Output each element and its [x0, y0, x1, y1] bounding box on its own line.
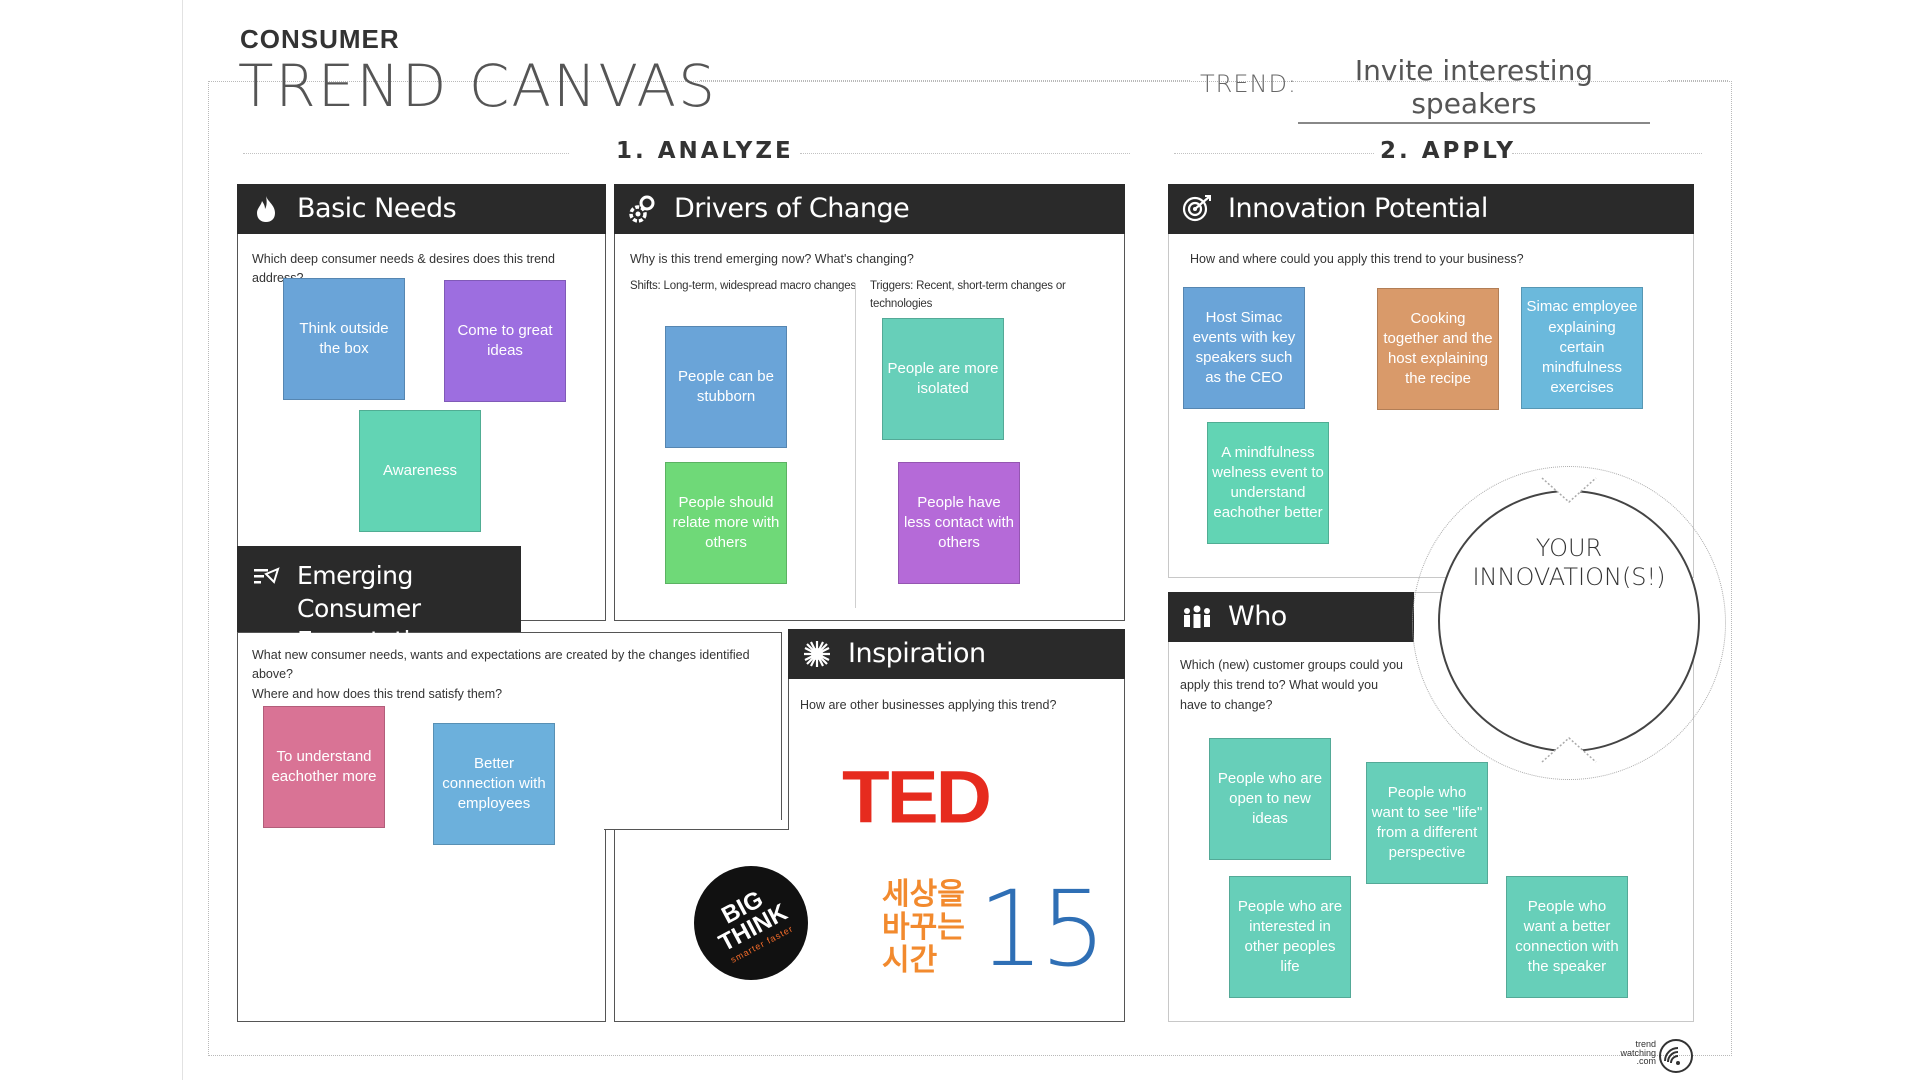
brand-line2: watching	[1620, 1047, 1656, 1058]
innovation-title: Innovation Potential	[1228, 192, 1488, 224]
title-consumer: CONSUMER	[240, 24, 400, 54]
emerging-title-line2: Expectations	[297, 626, 453, 655]
gears-icon	[626, 192, 660, 226]
people-icon	[1180, 600, 1214, 634]
inspiration-header: Inspiration	[788, 629, 1125, 679]
sticky-note[interactable]: People have less contact with others	[898, 462, 1020, 584]
trend-value[interactable]: Invite interesting speakers	[1298, 54, 1650, 124]
target-icon	[1180, 192, 1214, 226]
emerging-panel-bottom	[237, 820, 606, 1022]
inspiration-question: How are other businesses applying this t…	[800, 698, 1057, 712]
speed-lines-icon	[249, 560, 283, 594]
bigthink-logo: BIG THINK smarter faster	[694, 866, 808, 980]
sticky-note[interactable]: People who are interested in other peopl…	[1229, 876, 1351, 998]
drivers-question: Why is this trend emerging now? What's c…	[630, 252, 914, 266]
apply-dotline-left	[1174, 153, 1374, 154]
innovation-arrow-top	[1541, 477, 1597, 504]
who-header: Who	[1168, 592, 1414, 642]
emerging-question-line1: What new consumer needs, wants and expec…	[252, 648, 750, 682]
analyze-dotline-left	[243, 153, 569, 154]
innovation-label-line1: YOUR	[1535, 534, 1603, 562]
sticky-note[interactable]: Cooking together and the host explaining…	[1377, 288, 1499, 410]
starburst-icon	[800, 637, 834, 671]
innovation-dotted-ring	[1412, 466, 1726, 780]
emerging-notch	[521, 538, 531, 548]
sticky-note[interactable]: Host Simac events with key speakers such…	[1183, 287, 1305, 409]
who-title: Who	[1228, 600, 1287, 632]
sticky-note[interactable]: People should relate more with others	[665, 462, 787, 584]
trend-label: TREND:	[1200, 70, 1298, 98]
innovation-header: Innovation Potential	[1168, 184, 1694, 234]
innovation-arrow-bottom	[1541, 736, 1597, 763]
sticky-note[interactable]: A mindfulness welness event to understan…	[1207, 422, 1329, 544]
innovation-label: YOUR INNOVATION(S!)	[1440, 534, 1698, 592]
brand-line3: .com	[1636, 1056, 1656, 1067]
who-question: Which (new) customer groups could you ap…	[1180, 658, 1404, 712]
sticky-note[interactable]: Awareness	[359, 410, 481, 532]
sticky-note[interactable]: Think outside the box	[283, 278, 405, 400]
inspiration-step-line	[614, 829, 789, 830]
korean-logo-number: 15	[978, 868, 1106, 990]
title-dotted-line	[700, 80, 1190, 81]
drivers-header: Drivers of Change	[614, 184, 1125, 234]
title-trend-canvas: TREND CANVAS	[238, 52, 717, 120]
innovation-question: How and where could you apply this trend…	[1190, 252, 1524, 266]
korean-logo-text: 세상을 바꾸는 시간	[882, 877, 965, 978]
sticky-note[interactable]: People who want to see "life" from a dif…	[1366, 762, 1488, 884]
sticky-note[interactable]: People who want a better connection with…	[1506, 876, 1628, 998]
section-analyze: 1. ANALYZE	[616, 138, 794, 164]
drivers-title: Drivers of Change	[674, 192, 910, 224]
left-margin-rule	[182, 0, 183, 1080]
emerging-question: What new consumer needs, wants and expec…	[252, 646, 777, 704]
inspiration-title: Inspiration	[848, 637, 986, 669]
emerging-header: Emerging Consumer Expectations	[237, 546, 521, 655]
flame-icon	[249, 192, 283, 226]
sticky-note[interactable]: People can be stubborn	[665, 326, 787, 448]
drivers-shifts-label: Shifts: Long-term, widespread macro chan…	[630, 280, 856, 292]
ted-logo: TED	[842, 755, 992, 839]
basic-needs-title: Basic Needs	[297, 192, 457, 224]
sticky-note[interactable]: People who are open to new ideas	[1209, 738, 1331, 860]
innovation-label-line2: INNOVATION(S!)	[1472, 562, 1666, 591]
trendwatching-logo: trend watching .com	[1610, 1036, 1694, 1076]
korean-15-logo: 세상을 바꾸는 시간 15	[882, 868, 1106, 990]
section-apply: 2. APPLY	[1380, 138, 1516, 164]
sticky-note[interactable]: Come to great ideas	[444, 280, 566, 402]
sticky-note[interactable]: People are more isolated	[882, 318, 1004, 440]
emerging-title-line1: Emerging Consumer	[297, 561, 421, 623]
sticky-note[interactable]: Simac employee explaining certain mindfu…	[1521, 287, 1643, 409]
emerging-join-mask	[604, 820, 782, 830]
innovation-circle[interactable]	[1438, 490, 1700, 752]
basic-needs-header: Basic Needs	[237, 184, 606, 234]
brand-line1: trend	[1635, 1039, 1656, 1049]
emerging-question-line2: Where and how does this trend satisfy th…	[252, 686, 503, 701]
sticky-note[interactable]: Better connection with employees	[433, 723, 555, 845]
apply-dotline-right	[1512, 153, 1702, 154]
drivers-separator	[855, 283, 856, 608]
drivers-triggers-label: Triggers: Recent, short-term changes or …	[870, 280, 1066, 310]
analyze-dotline-right	[800, 153, 1130, 154]
signal-waves-icon	[1659, 1039, 1693, 1073]
canvas-outer-frame	[208, 81, 1732, 1056]
sticky-note[interactable]: To understand eachother more	[263, 706, 385, 828]
trend-dotted-line	[1668, 80, 1728, 81]
